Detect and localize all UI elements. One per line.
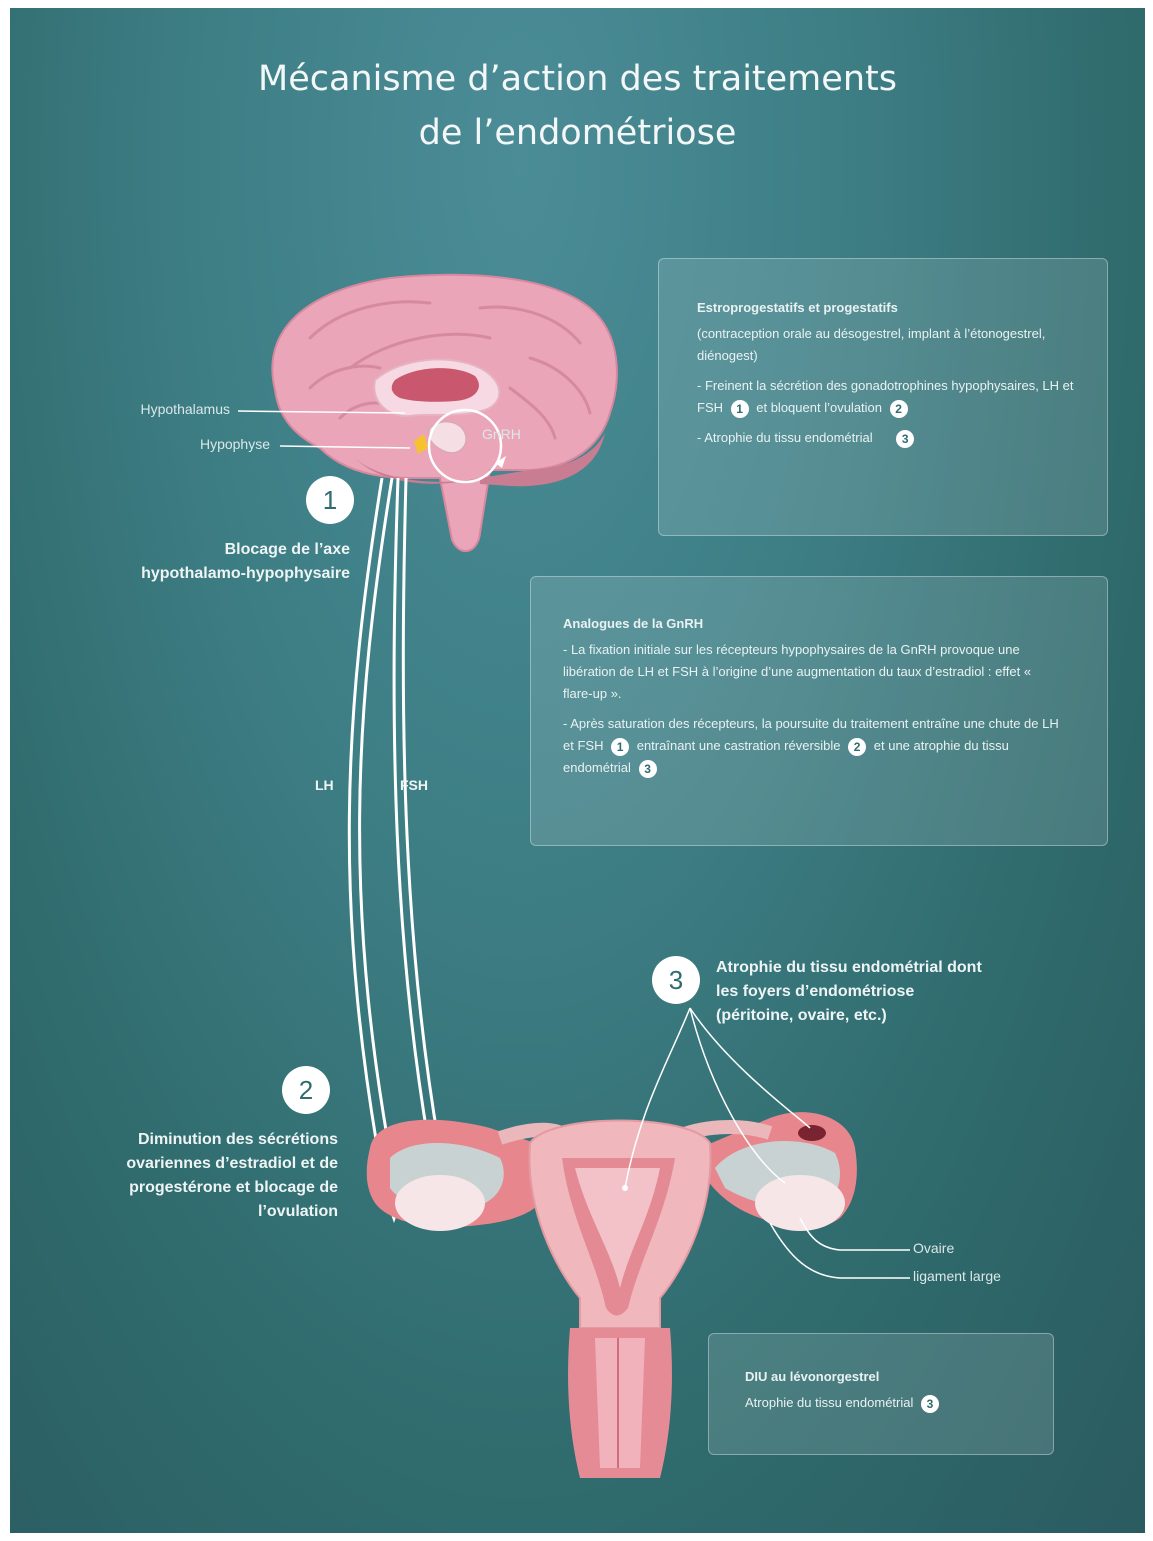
box-analogues-gnrh: Analogues de la GnRH - La fixation initi… bbox=[530, 576, 1108, 846]
box-diu-levonorgestrel: DIU au lévonorgestrel Atrophie du tissu … bbox=[708, 1333, 1054, 1455]
box-3-p1-text: Atrophie du tissu endométrial bbox=[745, 1395, 913, 1410]
label-hypothalamus: Hypothalamus bbox=[80, 401, 230, 417]
box-3-paragraph-1: Atrophie du tissu endométrial 3 bbox=[745, 1392, 1053, 1414]
step-3-line-2: les foyers d’endométriose bbox=[716, 980, 1076, 1004]
step-1-line-2: hypothalamo-hypophysaire bbox=[50, 562, 350, 586]
step-2-text: Diminution des sécrétions ovariennes d’e… bbox=[40, 1128, 338, 1224]
step-1-number: 1 bbox=[306, 476, 354, 524]
box-1-paragraph-1: - Freinent la sécrétion des gonadotrophi… bbox=[697, 375, 1077, 419]
label-lh: LH bbox=[315, 773, 334, 797]
box-1-intro: (contraception orale au désogestrel, imp… bbox=[697, 323, 1067, 367]
box-2-p2-text-b: entraînant une castration réversible bbox=[637, 738, 841, 753]
box-3-p1-badge: 3 bbox=[921, 1395, 939, 1413]
step-3-line-1: Atrophie du tissu endométrial dont bbox=[716, 956, 1076, 980]
label-hypophyse: Hypophyse bbox=[110, 436, 270, 452]
step-2-number: 2 bbox=[282, 1066, 330, 1114]
infographic: Mécanisme d’action des traitements de l’… bbox=[10, 8, 1145, 1533]
box-2-p2-badge-2: 2 bbox=[848, 738, 866, 756]
box-1-paragraph-2: - Atrophie du tissu endométrial 3 bbox=[697, 427, 1107, 449]
step-2-line-4: l’ovulation bbox=[40, 1200, 338, 1224]
label-gnrh: GnRH bbox=[482, 426, 521, 442]
label-fsh: FSH bbox=[400, 773, 428, 797]
step-2-line-1: Diminution des sécrétions bbox=[40, 1128, 338, 1152]
hormone-arrows bbox=[349, 478, 450, 1206]
step-2-line-2: ovariennes d’estradiol et de bbox=[40, 1152, 338, 1176]
box-1-p1-text: - Freinent la sécrétion des gonadotrophi… bbox=[697, 378, 1074, 415]
box-2-paragraph-1: - La fixation initiale sur les récepteur… bbox=[563, 639, 1063, 705]
box-2-p2-badge-3: 3 bbox=[639, 760, 657, 778]
box-1-p2-text: - Atrophie du tissu endométrial bbox=[697, 430, 873, 445]
step-3-text: Atrophie du tissu endométrial dont les f… bbox=[716, 956, 1076, 1028]
step-3-line-3: (péritoine, ovaire, etc.) bbox=[716, 1004, 1076, 1028]
step-2-line-3: progestérone et blocage de bbox=[40, 1176, 338, 1200]
box-1-p1-tail: et bloquent l’ovulation bbox=[756, 400, 882, 415]
step-1-line-1: Blocage de l’axe bbox=[50, 538, 350, 562]
step-3-number: 3 bbox=[652, 956, 700, 1004]
box-estroprogestatifs: Estroprogestatifs et progestatifs (contr… bbox=[658, 258, 1108, 536]
box-1-p2-badge: 3 bbox=[896, 430, 914, 448]
label-ovaire: Ovaire bbox=[913, 1240, 954, 1256]
box-1-p1-badge-1: 1 bbox=[731, 400, 749, 418]
label-ligament-large: ligament large bbox=[913, 1268, 1001, 1284]
box-2-p2-badge-1: 1 bbox=[611, 738, 629, 756]
box-2-title: Analogues de la GnRH bbox=[563, 613, 1107, 635]
step-1-text: Blocage de l’axe hypothalamo-hypophysair… bbox=[50, 538, 350, 586]
box-2-paragraph-2: - Après saturation des récepteurs, la po… bbox=[563, 713, 1073, 779]
brain-illustration bbox=[238, 275, 617, 551]
box-3-title: DIU au lévonorgestrel bbox=[745, 1366, 1053, 1388]
box-1-p1-badge-2: 2 bbox=[890, 400, 908, 418]
box-1-title: Estroprogestatifs et progestatifs bbox=[697, 297, 1107, 319]
